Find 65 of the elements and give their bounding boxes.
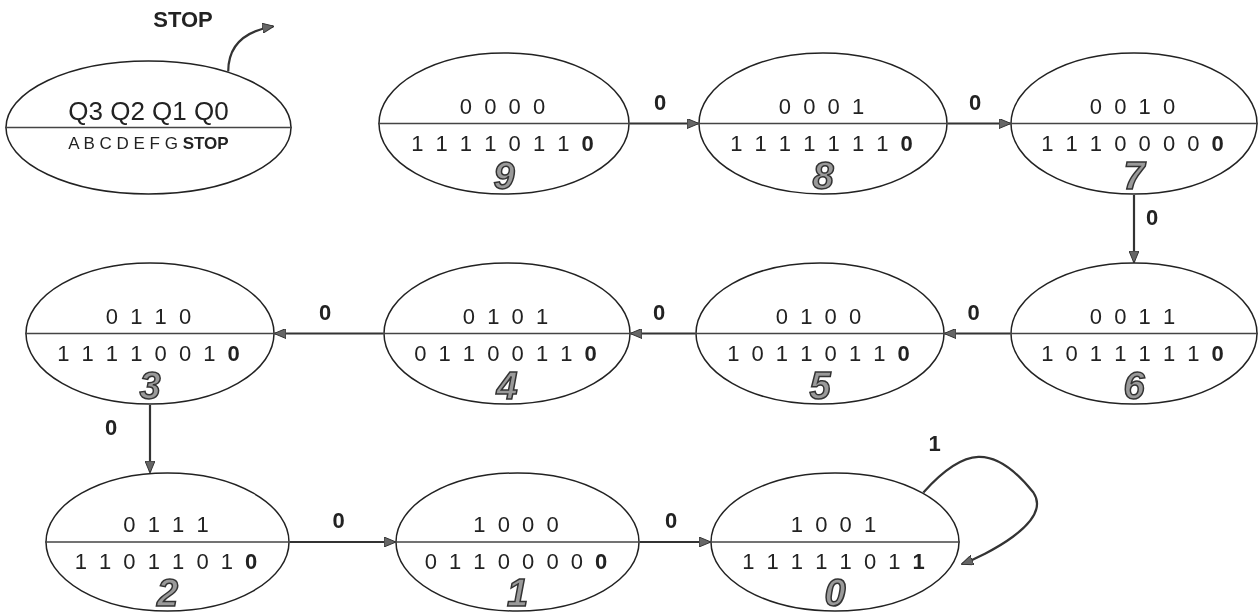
- edge-label: 0: [653, 301, 666, 324]
- state-code: 1 0 0 0: [472, 511, 563, 539]
- segment-outputs: 1 1 1 1 0 0 1 0: [56, 339, 244, 368]
- edge-label: 1: [928, 432, 941, 455]
- edge-label: 0: [969, 91, 982, 114]
- edge-label: 0: [654, 91, 667, 114]
- state-code: 0 1 0 0: [774, 302, 866, 331]
- edge-label: 0: [332, 510, 345, 532]
- state-ellipse: [395, 472, 640, 612]
- state-number: 9: [493, 157, 515, 195]
- state-code: 0 0 1 1: [1088, 302, 1180, 331]
- state-code: 0 0 1 0: [1088, 92, 1180, 121]
- segment-outputs: 0 1 1 0 0 0 0 0: [423, 548, 612, 576]
- arrow: [144, 405, 156, 474]
- edge-label: 0: [967, 301, 980, 324]
- state-code: 0 0 0 1: [777, 92, 869, 121]
- state-ellipse: [25, 262, 275, 405]
- state-number: 8: [812, 157, 834, 195]
- state-ellipse: [378, 52, 630, 195]
- arrow: [630, 118, 700, 129]
- state-number: 5: [809, 367, 831, 405]
- state-number: 7: [1123, 157, 1145, 195]
- arrow: [629, 328, 695, 339]
- edge-label: STOP: [153, 9, 213, 32]
- state-code: 0 1 1 0: [104, 302, 196, 331]
- state-code: 0 1 0 1: [461, 302, 553, 331]
- arrow: [1128, 195, 1140, 264]
- state-ellipse: [710, 472, 960, 612]
- state-ellipse: [45, 472, 290, 612]
- state-number: 3: [139, 367, 161, 405]
- state-number: 4: [496, 367, 518, 405]
- segment-outputs: 1 1 1 1 1 1 1 0: [729, 129, 917, 158]
- edge-label: 0: [319, 301, 332, 324]
- state-ellipse: [1010, 52, 1258, 195]
- state-code: 0 1 1 1: [122, 511, 213, 539]
- segment-outputs: 1 1 0 1 1 0 1 0: [73, 548, 262, 576]
- segment-outputs: 1 1 1 1 1 0 1 1: [741, 548, 929, 576]
- arrow: [290, 536, 397, 548]
- state-ellipse: [698, 52, 948, 195]
- arrow: [943, 328, 1010, 339]
- segment-outputs: 0 1 1 0 0 1 1 0: [413, 339, 601, 368]
- edge-label: 0: [1146, 206, 1159, 229]
- arrow: [227, 23, 275, 72]
- segment-outputs: 1 1 1 0 0 0 0 0: [1040, 129, 1228, 158]
- segment-outputs: A B C D E F G STOP: [67, 132, 230, 155]
- state-ellipse: [5, 60, 292, 195]
- edge-label: 0: [105, 416, 118, 439]
- segment-outputs: 1 0 1 1 0 1 1 0: [726, 339, 914, 368]
- state-code: 1 0 0 1: [789, 511, 881, 539]
- arrow: [640, 536, 712, 548]
- state-ellipse: [1010, 262, 1258, 405]
- state-number: 1: [506, 574, 529, 612]
- state-ellipse: [383, 262, 631, 405]
- state-code: Q3 Q2 Q1 Q0: [67, 94, 230, 128]
- segment-outputs: 1 0 1 1 1 1 1 0: [1040, 339, 1228, 368]
- arrow: [922, 455, 1038, 566]
- state-number: 0: [824, 574, 846, 612]
- state-code: 0 0 0 0: [458, 92, 550, 121]
- segment-outputs: 1 1 1 1 0 1 1 0: [410, 129, 598, 158]
- edge-label: 0: [665, 510, 678, 532]
- state-number: 2: [156, 574, 179, 612]
- arrow: [273, 328, 383, 339]
- state-ellipse: [695, 262, 945, 405]
- arrow: [948, 118, 1012, 129]
- state-number: 6: [1123, 367, 1145, 405]
